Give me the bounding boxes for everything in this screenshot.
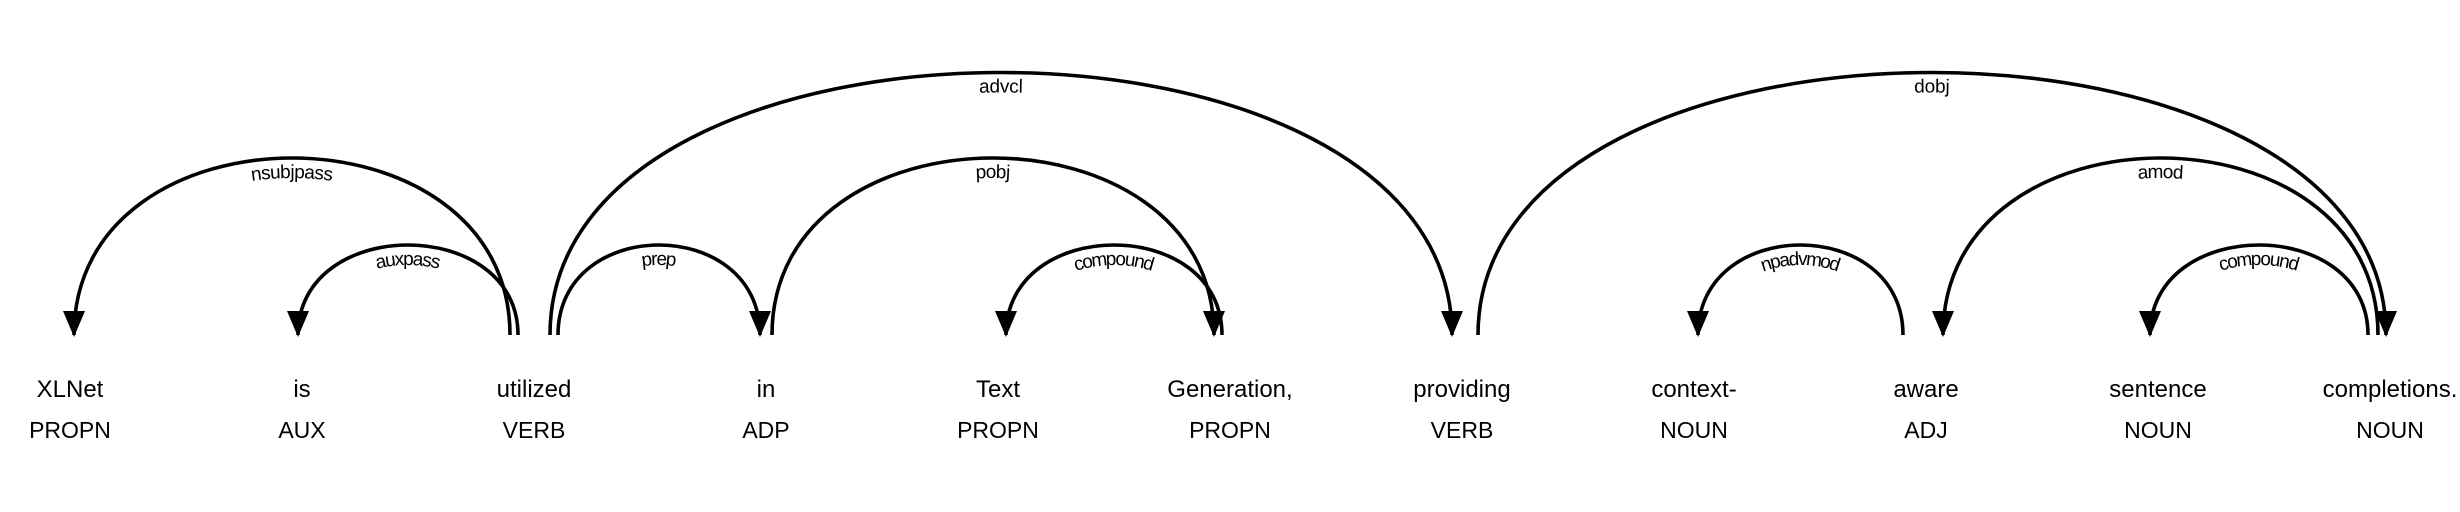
token-text: completions. [2323,376,2458,403]
arc-label-dobj: dobj [1914,76,1950,97]
token-text: aware [1893,376,1958,403]
arrowhead-icon [1932,311,1954,337]
token-pos-tag: PROPN [29,417,111,443]
arrowhead-icon [2375,311,2397,337]
token-text: XLNet [37,376,104,403]
token-pos-tag: PROPN [957,417,1039,443]
dependency-arc-dobj [1476,70,2388,336]
arc-label-text: auxpass [374,249,443,274]
dependency-arc-advcl [548,70,1454,336]
dependency-arc-prep [556,243,762,336]
token-text: is [293,376,310,403]
arc-label-amod: amod [2137,162,2184,184]
arc-label-text: nsubjpass [250,162,334,186]
arc-label-text: compound [2216,249,2301,276]
token-pos-tag: ADP [742,417,789,443]
token-text: providing [1413,376,1510,403]
arc-label-text: prep [640,249,677,271]
arc-label-compound: compound [2216,249,2301,276]
dependency-arc-nsubjpass [72,156,512,336]
arc-label-pobj: pobj [975,162,1011,184]
token-text: utilized [497,376,572,403]
arc-label-nsubjpass: nsubjpass [250,162,334,186]
arc-label-compound: compound [1071,249,1156,276]
arrowhead-icon [1687,311,1709,337]
arrowhead-icon [287,311,309,337]
dependency-arc-compound [1004,243,1224,336]
token-pos-tag: AUX [278,417,325,443]
arrowhead-icon [2139,311,2161,337]
token-pos-tag: PROPN [1189,417,1271,443]
arc-label-text: amod [2137,162,2184,184]
token-pos-tag: NOUN [1660,417,1728,443]
token-text: Generation, [1167,376,1292,403]
token-pos-tag: NOUN [2124,417,2192,443]
arc-label-advcl: advcl [979,76,1023,97]
arc-label-text: dobj [1914,76,1950,97]
token-text: sentence [2109,376,2206,403]
dependency-arc-npadvmod [1696,243,1905,336]
arrowhead-icon [63,311,85,337]
token-pos-tag: ADJ [1904,417,1947,443]
dependency-arc-compound [2148,243,2370,336]
arc-label-text: pobj [975,162,1011,184]
arc-label-text: advcl [979,76,1023,97]
arc-label-text: npadvmod [1758,249,1843,276]
arc-label-prep: prep [640,249,677,271]
token-10: completions. NOUN [2323,376,2458,443]
token-text: Text [976,376,1020,403]
dependency-arc-amod [1941,156,2380,336]
arrowhead-icon [749,311,771,337]
arc-label-npadvmod: npadvmod [1758,249,1843,276]
dependency-arc-auxpass [296,243,520,336]
token-text: in [757,376,776,403]
dependency-arc-pobj [770,156,1216,336]
arc-label-auxpass: auxpass [374,249,443,274]
token-pos-tag: NOUN [2356,417,2424,443]
arrowhead-icon [1441,311,1463,337]
token-pos-tag: VERB [503,417,566,443]
token-5: Generation, PROPN [1167,376,1292,443]
token-pos-tag: VERB [1431,417,1494,443]
arc-label-text: compound [1071,249,1156,276]
arrowhead-icon [995,311,1017,337]
token-7: context- NOUN [1651,376,1736,443]
token-text: context- [1651,376,1736,403]
